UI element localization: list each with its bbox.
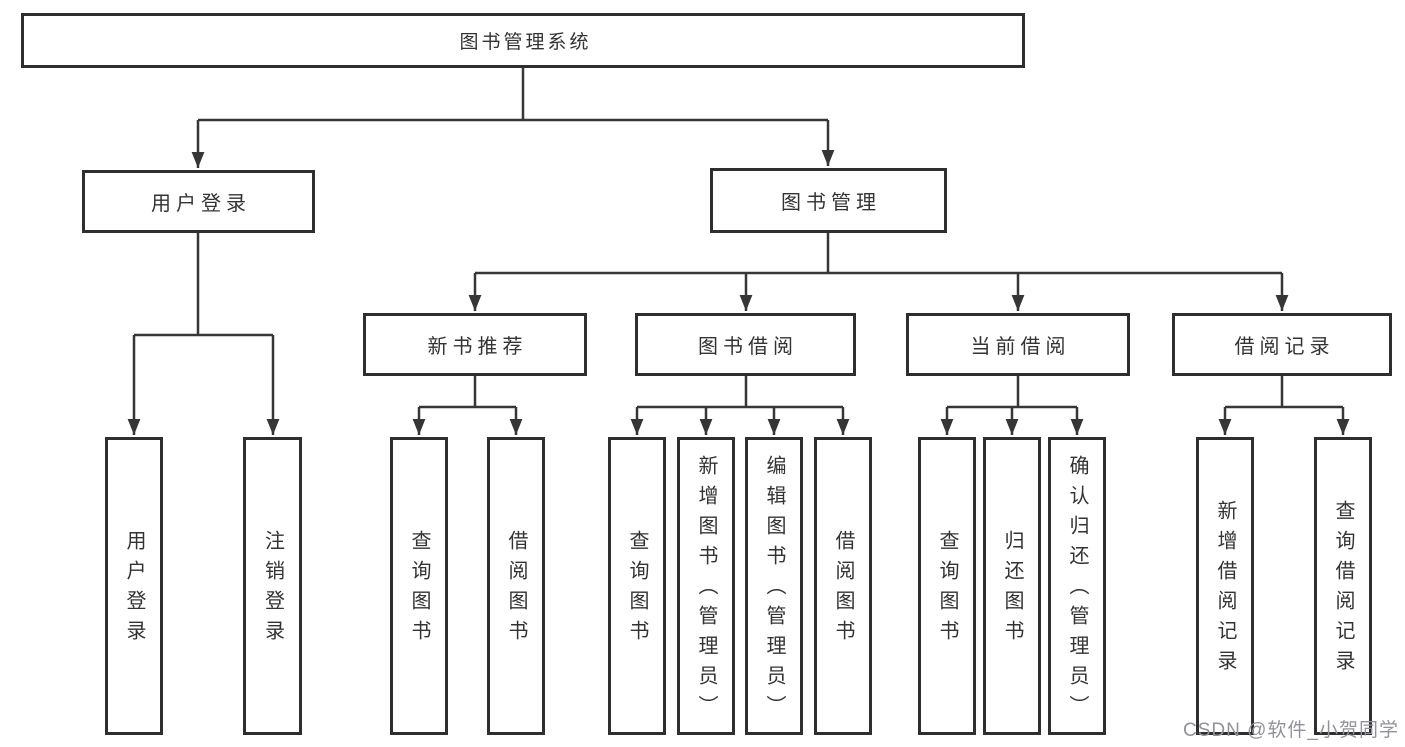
leaf-current-query-books: 查询图书 xyxy=(918,437,976,735)
leaf-add-book-admin: 新增图书（管理员） xyxy=(677,437,735,735)
leaf-newbooks-query-books: 查询图书 xyxy=(390,437,448,735)
leaf-edit-book-admin: 编辑图书（管理员） xyxy=(745,437,803,735)
csdn-watermark: CSDN @软件_小贺同学 xyxy=(1183,720,1399,741)
leaf-query-borrow-record: 查询借阅记录 xyxy=(1314,437,1372,735)
leaf-confirm-return-admin: 确认归还（管理员） xyxy=(1048,437,1106,735)
leaf-borrowing-borrow-books: 借阅图书 xyxy=(814,437,872,735)
leaf-newbooks-borrow-books: 借阅图书 xyxy=(487,437,545,735)
node-book-borrowing: 图书借阅 xyxy=(635,313,856,376)
leaf-logout: 注销登录 xyxy=(243,437,302,735)
node-book-management: 图书管理 xyxy=(710,168,947,233)
node-new-book-recommend: 新书推荐 xyxy=(363,313,587,376)
leaf-return-books: 归还图书 xyxy=(983,437,1041,735)
leaf-borrowing-query-books: 查询图书 xyxy=(608,437,666,735)
node-user-login: 用户登录 xyxy=(82,170,315,233)
leaf-add-borrow-record: 新增借阅记录 xyxy=(1196,437,1254,735)
node-library-management-system: 图书管理系统 xyxy=(21,13,1025,68)
node-borrowing-records: 借阅记录 xyxy=(1172,313,1392,376)
leaf-user-login: 用户登录 xyxy=(105,437,163,735)
node-current-borrowing: 当前借阅 xyxy=(906,313,1130,376)
